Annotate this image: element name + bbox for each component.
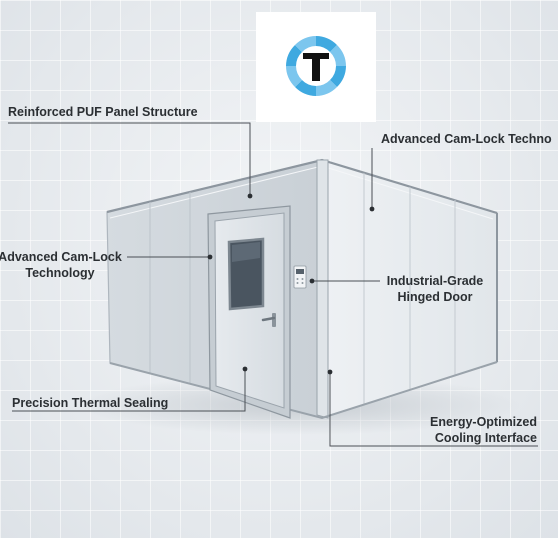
door-handle [261, 313, 276, 327]
label-cam-lock-right: Advanced Cam-Lock Techno [381, 132, 552, 146]
label-cam-lock-left: Advanced Cam-Lock Technology [0, 249, 123, 281]
callout-dots [207, 193, 375, 375]
label-cooling-interface: Energy-Optimized Cooling Interface [400, 414, 537, 446]
label-thermal-sealing: Precision Thermal Sealing [12, 396, 169, 410]
label-reinforced-puf: Reinforced PUF Panel Structure [8, 105, 198, 119]
label-cam-lock-left-line2: Technology [25, 266, 95, 280]
logo-swirl-icon [286, 36, 346, 96]
corner-post [316, 159, 329, 419]
label-cam-lock-left-line1: Advanced Cam-Lock [0, 250, 122, 264]
temperature-controller [293, 265, 307, 289]
label-hinged-door-line1: Industrial-Grade [386, 274, 484, 288]
label-cooling-line1: Energy-Optimized [430, 415, 537, 429]
label-hinged-door-line2: Hinged Door [397, 290, 473, 304]
leader-lines [8, 122, 538, 447]
cold-room-unit [106, 158, 498, 420]
brand-logo [256, 12, 376, 122]
label-hinged-door: Industrial-Grade Hinged Door [382, 273, 488, 305]
label-cooling-line2: Cooling Interface [434, 431, 537, 445]
